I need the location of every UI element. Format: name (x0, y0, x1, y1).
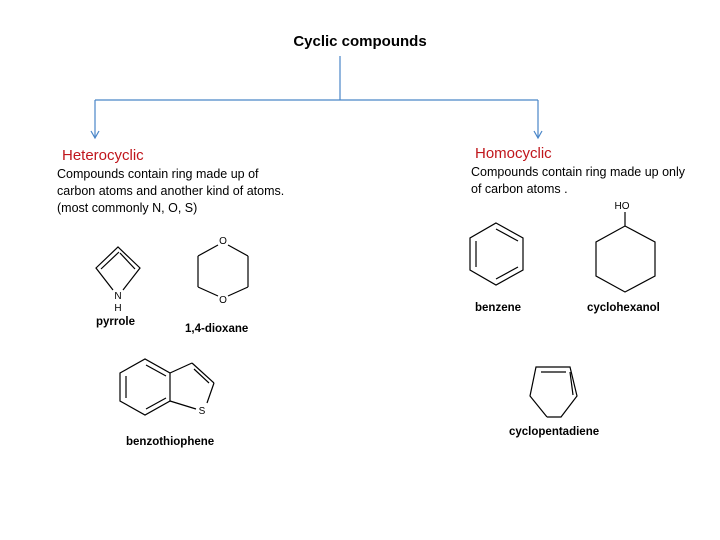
cyclohexanol-ho-group: HO (615, 201, 630, 212)
pyrrole-n-atom: N (114, 291, 121, 302)
dioxane-o-atom-top: O (219, 236, 227, 247)
cyclohexanol-label: cyclohexanol (587, 302, 660, 314)
heterocyclic-desc-line: (most commonly N, O, S) (57, 201, 198, 215)
homocyclic-description: Compounds contain ring made up only of c… (471, 164, 685, 198)
heterocyclic-description: Compounds contain ring made up of carbon… (57, 166, 284, 217)
benzene-structure (469, 222, 524, 286)
dioxane-o-atom-bottom: O (219, 295, 227, 306)
arrowhead-right (533, 130, 543, 140)
heterocyclic-desc-line: carbon atoms and another kind of atoms. (57, 184, 285, 198)
benzene-label: benzene (475, 302, 522, 314)
benzothiophene-structure: S (119, 358, 215, 417)
pyrrole-label: pyrrole (96, 316, 135, 328)
homocyclic-title: Homocyclic (475, 145, 552, 162)
arrowhead-left (90, 130, 100, 140)
page-title: Cyclic compounds (293, 33, 427, 50)
homocyclic-desc-line: of carbon atoms . (471, 182, 568, 196)
cyclohexanol-structure: HO (595, 201, 656, 293)
benzothiophene-s-atom: S (199, 406, 206, 417)
cyclopentadiene-structure (529, 366, 578, 418)
heterocyclic-desc-line: Compounds contain ring made up of (57, 167, 259, 181)
pyrrole-h-atom: H (114, 303, 121, 314)
heterocyclic-title: Heterocyclic (62, 147, 144, 164)
dioxane-label: 1,4-dioxane (185, 323, 249, 335)
pyrrole-structure: N H (95, 246, 141, 314)
benzothiophene-label: benzothiophene (126, 436, 215, 448)
hierarchy-connector (90, 56, 543, 140)
cyclopentadiene-label: cyclopentadiene (509, 426, 600, 438)
homocyclic-desc-line: Compounds contain ring made up only (471, 165, 686, 179)
dioxane-structure: O O (197, 236, 249, 306)
